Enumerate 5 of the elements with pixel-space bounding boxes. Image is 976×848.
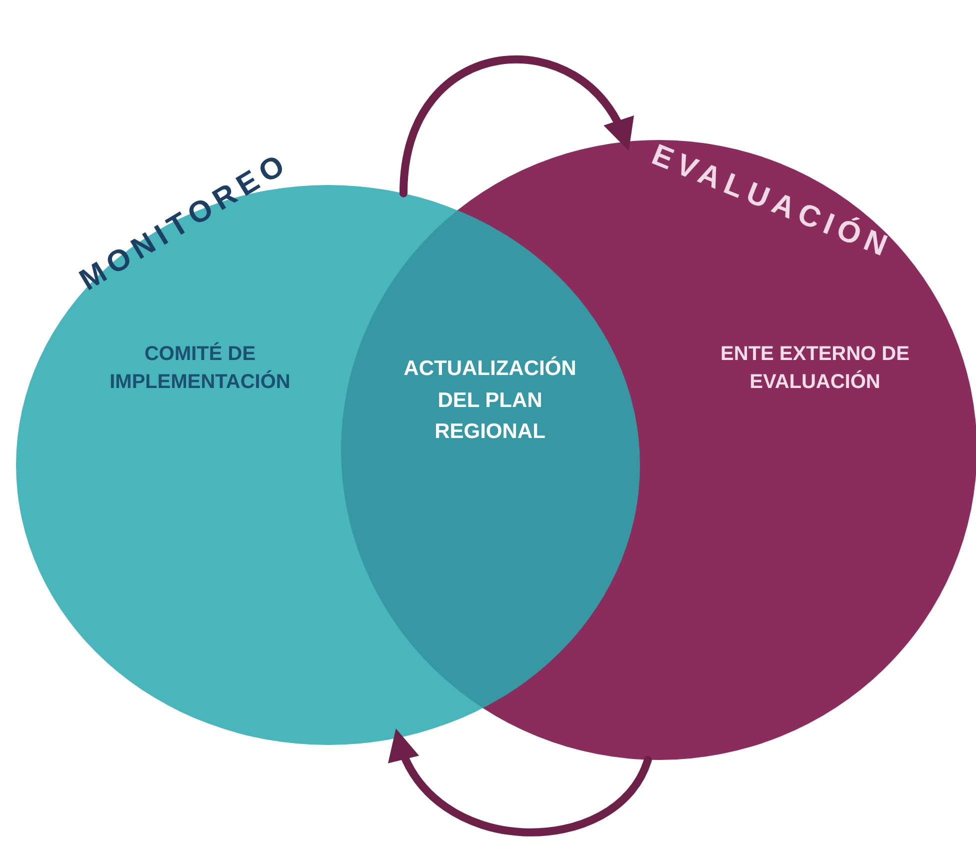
overlap-label: ACTUALIZACIÓN DEL PLAN REGIONAL [390,352,590,448]
curved-arrow [391,728,652,836]
curved-arrow [399,56,631,198]
circle-label: ENTE EXTERNO DE EVALUACIÓN [720,342,910,395]
circle-label: COMITÉ DE IMPLEMENTACIÓN [108,341,292,395]
